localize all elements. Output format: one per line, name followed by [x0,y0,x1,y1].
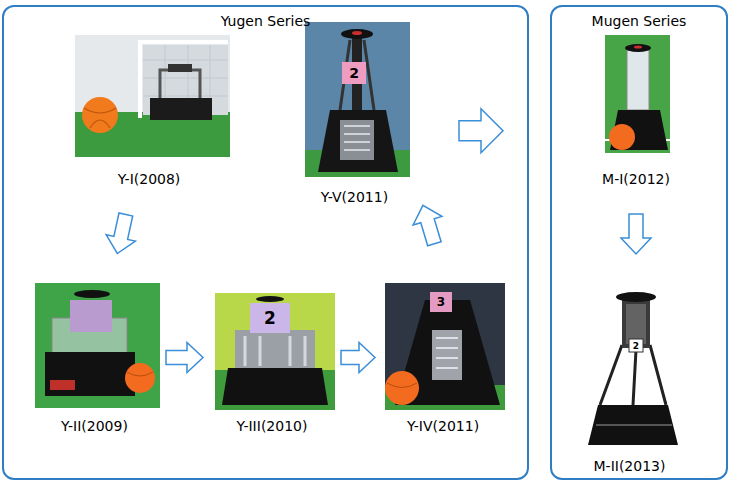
series-panel: Yugen SeriesY-I(2008) Y-II(2009) Y-III(201… [2,5,529,480]
robot-caption: Y-III(2010) [237,417,308,435]
panel-title: Yugen Series [4,12,527,30]
robot-number: 2 [633,342,639,351]
photo-y4 [385,283,505,410]
robot-caption: Y-I(2008) [118,170,181,188]
panel-title: Mugen Series [552,12,726,30]
robot-caption: Y-IV(2011) [407,417,479,435]
flow-arrow [166,343,203,373]
robot-number: 3 [437,296,445,308]
flow-arrow [413,205,442,245]
robot-caption: Y-II(2009) [61,417,128,435]
robot-card: Y-V(2011) [297,18,412,206]
photo-m1 [605,35,670,153]
robot-number: 2 [349,66,359,80]
robot-caption: M-II(2013) [594,457,666,475]
robot-card: M-I(2012) [592,30,680,188]
series-panel: Mugen SeriesM-I(2012) M-II(2013) [550,5,728,480]
flow-arrow [459,109,503,153]
photo-y3 [215,293,335,410]
robot-caption: M-I(2012) [602,170,670,188]
flow-arrow [106,213,135,254]
photo-y1 [75,35,230,157]
robot-card: Y-I(2008) [69,30,229,188]
photo-m2 [588,292,678,445]
robot-caption: Y-V(2011) [321,188,388,206]
robot-number: 2 [264,310,276,327]
flow-arrow [341,343,375,373]
photo-y5 [305,22,410,177]
robot-card: M-II(2013) [572,280,687,475]
photo-y2 [35,283,160,408]
robot-card: Y-II(2009) [27,280,162,435]
flow-arrow [621,214,651,254]
